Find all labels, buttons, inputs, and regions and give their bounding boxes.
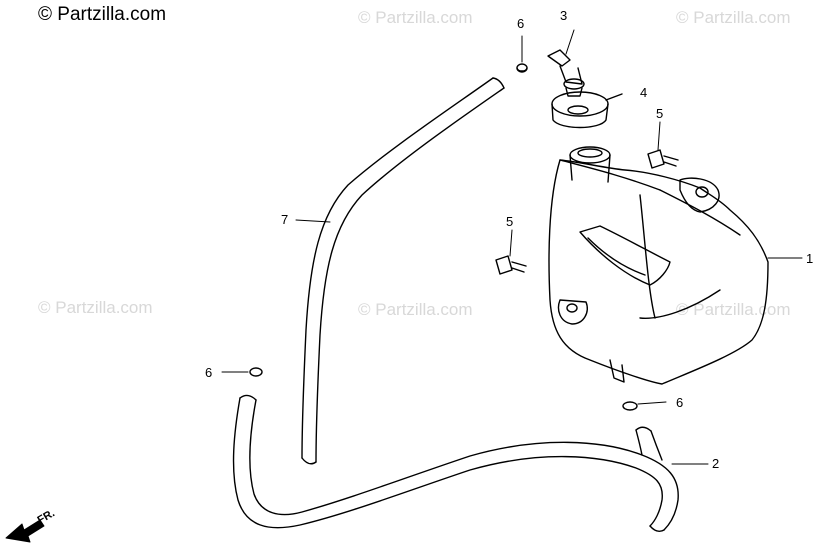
bolt-lower: [495, 229, 527, 275]
fitting: [547, 29, 585, 97]
callout-6-left: 6: [205, 365, 212, 380]
callout-3: 3: [560, 8, 567, 23]
callout-4: 4: [640, 85, 647, 100]
upper-hose: [301, 77, 505, 465]
callout-5-lower: 5: [506, 214, 513, 229]
clip-right: [622, 401, 667, 411]
clip-top: [516, 35, 528, 73]
callout-7: 7: [281, 212, 288, 227]
direction-arrow-icon: [5, 519, 45, 543]
watermark: © Partzilla.com: [38, 298, 153, 317]
callout-6-top: 6: [517, 16, 524, 31]
leader-line: [295, 219, 331, 223]
callout-6-right: 6: [676, 395, 683, 410]
watermark: © Partzilla.com: [358, 8, 473, 27]
bolt-upper: [647, 121, 679, 169]
brand-logo: © Partzilla.com: [38, 4, 167, 25]
cap: [551, 91, 623, 129]
callout-1: 1: [806, 251, 813, 266]
watermark: © Partzilla.com: [676, 300, 791, 319]
watermark: © Partzilla.com: [676, 8, 791, 27]
callout-2: 2: [712, 456, 719, 471]
direction-label: FR.: [36, 507, 57, 526]
clip-left: [221, 367, 263, 377]
watermark: © Partzilla.com: [358, 300, 473, 319]
lower-hose: [232, 394, 679, 533]
callout-5-upper: 5: [656, 106, 663, 121]
reservoir-tank: [548, 146, 769, 385]
